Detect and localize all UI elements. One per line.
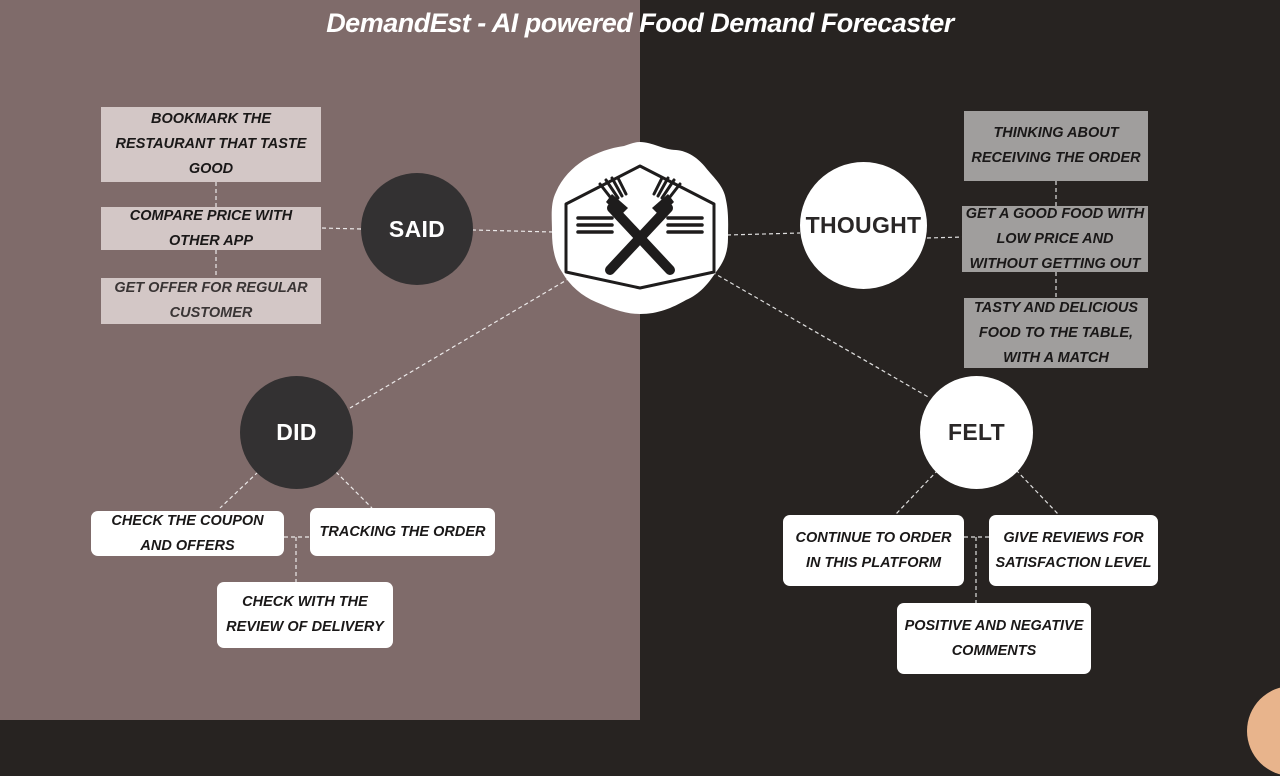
connector-center-said [472,229,554,233]
thought-item-good-food: GET A GOOD FOOD WITH LOW PRICE AND WITHO… [962,206,1148,272]
connector-thought-boxes [926,236,965,239]
felt-item-comments: POSITIVE AND NEGATIVE COMMENTS [897,603,1091,674]
connector-felt-box1 [895,469,939,515]
thought-item-receiving-order: THINKING ABOUT RECEIVING THE ORDER [964,111,1148,181]
crossed-forks-icon [551,142,729,314]
connector-did-box1 [219,471,259,509]
did-item-check-review: CHECK WITH THE REVIEW OF DELIVERY [217,582,393,648]
connector-center-felt [711,271,931,399]
did-item-check-coupon: CHECK THE COUPON AND OFFERS [91,511,284,556]
page-title: DemandEst - AI powered Food Demand Forec… [326,8,954,38]
did-circle: DID [240,376,353,489]
did-item-tracking-order: TRACKING THE ORDER [310,508,495,556]
said-item-bookmark: BOOKMARK THE RESTAURANT THAT TASTE GOOD [101,107,321,182]
felt-item-continue-order: CONTINUE TO ORDER IN THIS PLATFORM [783,515,964,586]
thought-item-tasty-food: TASTY AND DELICIOUS FOOD TO THE TABLE, W… [964,298,1148,368]
felt-item-give-reviews: GIVE REVIEWS FOR SATISFACTION LEVEL [989,515,1158,586]
said-circle: SAID [361,173,473,285]
connector-center-thought [726,232,801,236]
said-item-get-offer: GET OFFER FOR REGULAR CUSTOMER [101,278,321,324]
connector-lines [215,181,1059,603]
right-panel-background [640,0,1280,720]
connector-did-box2 [335,471,373,509]
connector-said-boxes [320,227,362,230]
connector-felt-box2 [1015,469,1059,515]
said-item-compare-price: COMPARE PRICE WITH OTHER APP [101,207,321,250]
thought-circle: THOUGHT [800,162,927,289]
felt-circle: FELT [920,376,1033,489]
connector-center-did [349,277,571,409]
